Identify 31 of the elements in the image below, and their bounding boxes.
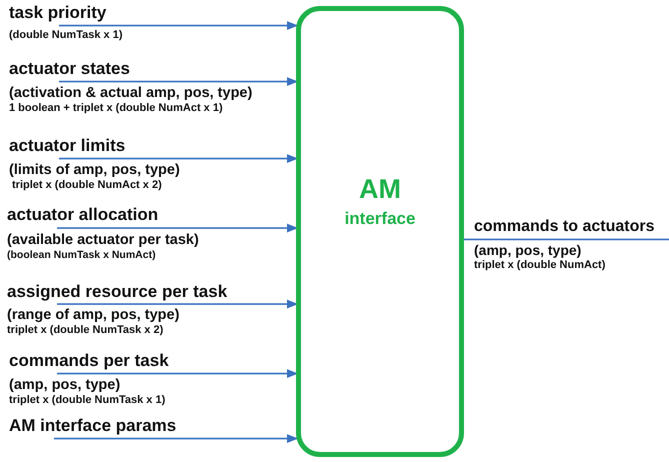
signal-type: triplet x (double NumAct) [474, 259, 606, 272]
interface-block [296, 6, 464, 457]
signal-name: commands per task [9, 351, 170, 371]
signal-name: AM interface params [9, 416, 178, 436]
signal-type: (double NumTask x 1) [9, 28, 124, 42]
block-subtitle: interface [344, 209, 416, 229]
signal-name: actuator limits [9, 136, 126, 156]
arrow [57, 369, 298, 378]
signal-name: assigned resource per task [7, 282, 228, 302]
arrow [54, 434, 298, 444]
signal-name: actuator allocation [7, 205, 160, 225]
signal-type: triplet x (double NumTask x 1) [9, 394, 166, 407]
signal-type: 1 boolean + triplet x (double NumAct x 1) [9, 102, 224, 115]
signal-description: (activation & actual amp, pos, type) [9, 84, 254, 102]
signal-name: task priority [9, 3, 108, 23]
signal-name: commands to actuators [474, 218, 656, 236]
signal-description: (available actuator per task) [7, 232, 200, 248]
signal-description: (limits of amp, pos, type) [9, 162, 181, 178]
signal-description: (amp, pos, type) [474, 242, 582, 258]
signal-type: triplet x (double NumTask x 2) [7, 324, 164, 337]
arrow [59, 21, 298, 30]
arrow [59, 77, 298, 86]
arrow [59, 154, 298, 164]
block-title: AM [358, 174, 402, 206]
arrow [57, 300, 298, 309]
signal-type: triplet x (double NumAct x 2) [12, 179, 163, 192]
signal-type: (boolean NumTask x NumAct) [7, 249, 157, 262]
signal-name: actuator states [9, 59, 131, 79]
arrow [57, 224, 298, 233]
signal-description: (amp, pos, type) [9, 376, 122, 394]
signal-description: (range of amp, pos, type) [7, 306, 180, 324]
